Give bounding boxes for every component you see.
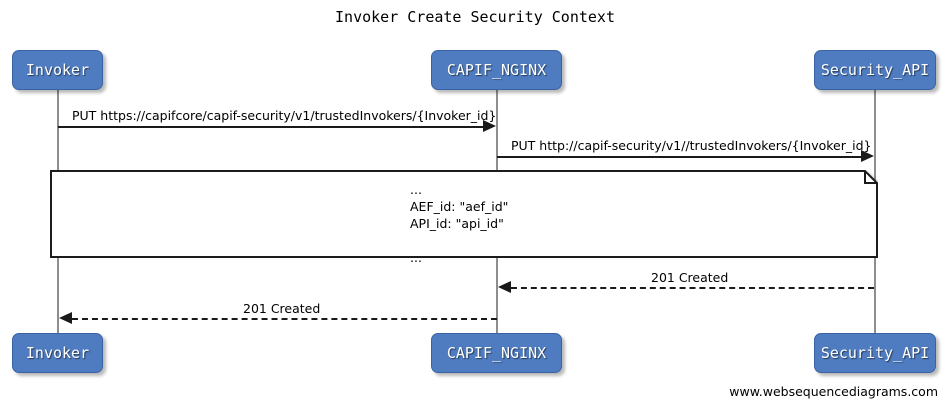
participant-invoker-top[interactable]: Invoker bbox=[12, 50, 103, 90]
note-text: ... AEF_id: "aef_id" API_id: "api_id" ..… bbox=[410, 182, 509, 265]
message-label-1: PUT https://capifcore/capif-security/v1/… bbox=[72, 108, 497, 123]
note-box: ... AEF_id: "aef_id" API_id: "api_id" ..… bbox=[50, 170, 878, 265]
message-line-3 bbox=[511, 287, 874, 289]
participant-security-api-bottom[interactable]: Security_API bbox=[814, 333, 936, 373]
message-line-1 bbox=[58, 126, 483, 128]
message-arrowhead-3 bbox=[498, 281, 511, 293]
message-arrowhead-2 bbox=[861, 150, 874, 162]
participant-label: Invoker bbox=[25, 61, 90, 79]
message-arrowhead-1 bbox=[483, 120, 496, 132]
message-arrowhead-4 bbox=[59, 312, 72, 324]
note-shape bbox=[50, 170, 878, 258]
page-title: Invoker Create Security Context bbox=[335, 8, 615, 26]
participant-capif-nginx-bottom[interactable]: CAPIF_NGINX bbox=[431, 333, 562, 373]
participant-capif-nginx-top[interactable]: CAPIF_NGINX bbox=[431, 50, 562, 90]
participant-label: Invoker bbox=[25, 344, 90, 362]
watermark-footer: www.websequencediagrams.com bbox=[729, 384, 938, 399]
message-label-4: 201 Created bbox=[243, 301, 321, 316]
message-label-3: 201 Created bbox=[651, 270, 729, 285]
message-label-2: PUT http://capif-security/v1//trustedInv… bbox=[511, 138, 872, 153]
participant-label: CAPIF_NGINX bbox=[446, 344, 547, 362]
participant-label: CAPIF_NGINX bbox=[446, 61, 547, 79]
participant-invoker-bottom[interactable]: Invoker bbox=[12, 333, 103, 373]
message-line-2 bbox=[497, 156, 861, 158]
participant-security-api-top[interactable]: Security_API bbox=[814, 50, 936, 90]
participant-label: Security_API bbox=[820, 344, 930, 362]
participant-label: Security_API bbox=[820, 61, 930, 79]
message-line-4 bbox=[72, 318, 497, 320]
